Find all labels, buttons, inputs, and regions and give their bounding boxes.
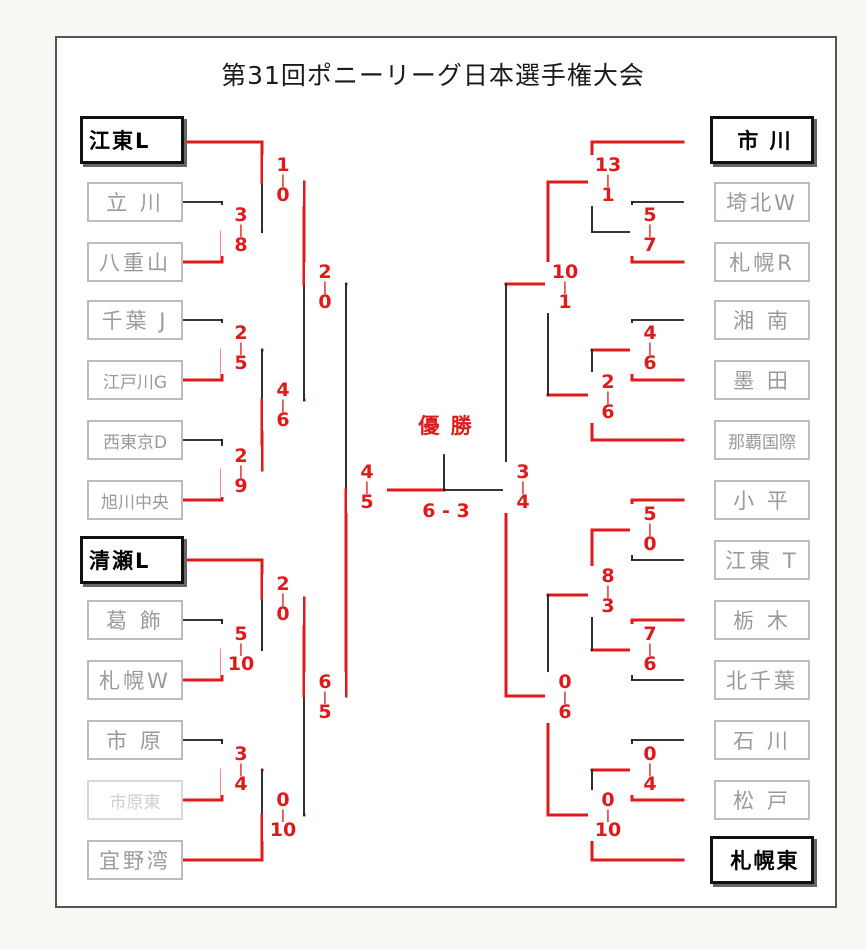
score-l3: 2|0 <box>305 262 345 313</box>
team-right-6: 那覇国際 <box>714 420 810 460</box>
team-left-3: 八重山 <box>87 242 183 282</box>
score-r8: 8|3 <box>588 566 628 617</box>
team-right-1: 市 川 <box>710 116 814 164</box>
score-r7: 5|0 <box>630 504 670 555</box>
score-l10: 6|5 <box>305 672 345 723</box>
score-l1: 1|0 <box>263 155 303 206</box>
team-left-8: 清瀬L <box>80 536 184 584</box>
team-left-5: 江戸川G <box>87 360 183 400</box>
score-l7: 4|5 <box>347 462 387 513</box>
team-right-7: 小 平 <box>714 480 810 520</box>
score-r9: 7|6 <box>630 624 670 675</box>
team-left-2: 立 川 <box>87 182 183 222</box>
score-l5: 4|6 <box>263 380 303 431</box>
score-r12: 0|10 <box>588 790 628 841</box>
score-r5: 2|6 <box>588 372 628 423</box>
tournament-title: 第31回ポニーリーグ日本選手権大会 <box>221 61 645 90</box>
score-r11: 0|4 <box>630 744 670 795</box>
team-right-13: 札幌東 <box>710 836 814 884</box>
team-right-10: 北千葉 <box>714 660 810 700</box>
team-left-4: 千葉 J <box>87 300 183 340</box>
champion-label: 優 勝 <box>418 414 474 438</box>
team-right-5: 墨 田 <box>714 360 810 400</box>
team-left-11: 市 原 <box>87 720 183 760</box>
team-right-12: 松 戸 <box>714 780 810 820</box>
final-score: 6 - 3 <box>422 500 470 522</box>
score-l4: 2|5 <box>221 323 261 374</box>
team-right-9: 栃 木 <box>714 600 810 640</box>
team-right-11: 石 川 <box>714 720 810 760</box>
score-l8: 2|0 <box>263 574 303 625</box>
team-left-13: 宜野湾 <box>87 840 183 880</box>
score-l6: 2|9 <box>221 446 261 497</box>
team-left-6: 西東京D <box>87 420 183 460</box>
team-left-7: 旭川中央 <box>87 480 183 520</box>
score-l2: 3|8 <box>221 205 261 256</box>
team-right-8: 江東 T <box>714 540 810 580</box>
team-right-3: 札幌R <box>714 242 810 282</box>
score-r4: 4|6 <box>630 323 670 374</box>
team-right-4: 湘 南 <box>714 300 810 340</box>
score-r10: 0|6 <box>545 672 585 723</box>
score-l12: 0|10 <box>263 790 303 841</box>
score-r1: 13|1 <box>588 155 628 206</box>
team-left-9: 葛 飾 <box>87 600 183 640</box>
team-left-10: 札幌W <box>87 660 183 700</box>
team-left-1: 江東L <box>80 116 184 164</box>
team-right-2: 埼北W <box>714 182 810 222</box>
bracket-frame <box>55 36 837 908</box>
score-l11: 3|4 <box>221 744 261 795</box>
score-r2: 5|7 <box>630 205 670 256</box>
score-r6: 3|4 <box>503 462 543 513</box>
team-left-12: 市原東 <box>87 780 183 820</box>
score-r3: 10|1 <box>545 262 585 313</box>
score-l9: 5|10 <box>221 624 261 675</box>
